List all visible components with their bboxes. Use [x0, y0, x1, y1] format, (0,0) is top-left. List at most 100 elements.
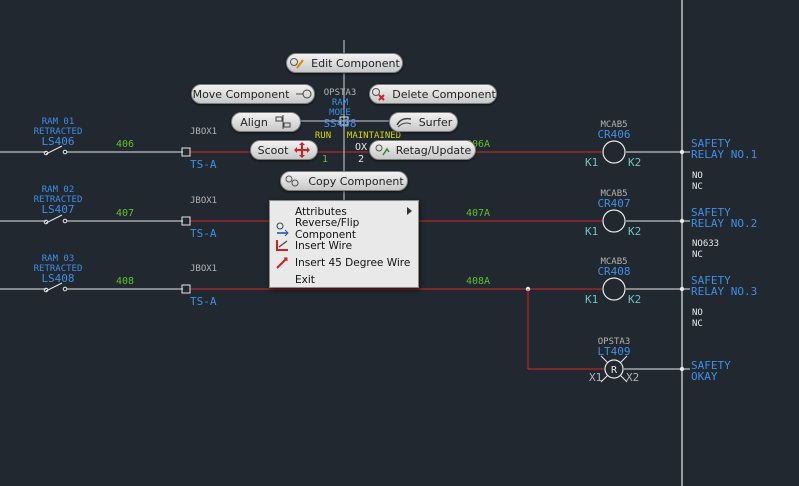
pick-box	[339, 116, 349, 126]
rung-3-k2: K2	[628, 293, 641, 306]
rung-2-junction-dot	[679, 218, 685, 224]
move-component-button[interactable]: Move Component	[191, 84, 315, 104]
rung-1-retracted-label: RETRACTED	[34, 127, 83, 137]
scoot-icon	[294, 142, 311, 158]
pilot-symbol: R	[611, 365, 618, 376]
rung-1-wire-number-right: 406A	[466, 139, 490, 150]
switch-maintained-label: MAINTAINED	[347, 131, 401, 141]
rung-1-junction-dot	[679, 149, 685, 155]
rung-2-safety-line2: RELAY NO.2	[691, 217, 757, 230]
rung-2-ls-tag: LS407	[41, 203, 74, 216]
move-component-icon	[296, 89, 312, 99]
rung-2-ram-label: RAM 02	[42, 185, 75, 195]
rung-3-ts-label: TS-A	[190, 295, 217, 308]
rung-3-safety-line1: SAFETY	[691, 274, 731, 287]
rung-3-k1: K1	[585, 293, 598, 306]
switch-ram-label: RAM	[332, 98, 349, 108]
insert-wire-icon	[276, 240, 288, 251]
pilot-junction-dot	[679, 366, 685, 372]
surfer-button[interactable]: Surfer	[389, 112, 458, 132]
context-item-insert-45-wire-label: Insert 45 Degree Wire	[295, 256, 411, 269]
context-item-insert-45-wire[interactable]: Insert 45 Degree Wire	[270, 254, 418, 271]
relay-coil-cr406[interactable]	[602, 140, 626, 164]
rung-3-wire-number-left: 408	[116, 276, 134, 287]
scoot-label: Scoot	[257, 143, 289, 157]
selector-switch-ss408[interactable]: OPSTA3 RAM MODE SS408 RUN MAINTAINED 1 2…	[300, 40, 401, 200]
rung-3-nc: NC	[692, 319, 703, 329]
switch-run-label: RUN	[315, 131, 331, 141]
rung-3-terminal[interactable]	[181, 284, 191, 294]
pilot-light-lt409[interactable]: R	[600, 355, 628, 383]
rung-2-cr-tag: CR407	[597, 197, 630, 210]
pilot-x1: X1	[589, 371, 602, 384]
reverse-flip-icon	[276, 222, 289, 236]
context-item-exit[interactable]: Exit	[270, 271, 418, 288]
rung-2-k2: K2	[628, 225, 641, 238]
switch-mode-label: MODE	[329, 108, 351, 118]
context-item-attributes[interactable]: Attributes	[270, 203, 418, 220]
insert-45-wire-icon	[276, 257, 288, 269]
surfer-icon	[396, 117, 411, 128]
rung-2-safety-line1: SAFETY	[691, 206, 731, 219]
pilot-lt-tag: LT409	[597, 345, 630, 358]
delete-component-label: Delete Component	[392, 87, 496, 101]
rung-1-terminal[interactable]	[181, 147, 191, 157]
context-item-exit-label: Exit	[295, 273, 315, 286]
context-item-reverse-flip[interactable]: Reverse/Flip Component	[270, 217, 418, 241]
pilot-safety-line1: SAFETY	[691, 359, 731, 372]
rung-2: RAM 02 RETRACTED LS407 407 JBOX1 TS-A 40…	[0, 185, 757, 260]
rung-1-jbox-label: JBOX1	[190, 127, 217, 137]
retag-update-icon	[375, 144, 390, 156]
rung-2-wire-number-left: 407	[116, 208, 134, 219]
edit-component-icon	[290, 58, 305, 69]
align-label: Align	[240, 115, 268, 129]
surfer-label: Surfer	[418, 115, 453, 129]
rung-3-no: NO	[692, 308, 703, 318]
scoot-button[interactable]: Scoot	[250, 140, 318, 160]
rung-1-wire-number-left: 406	[116, 139, 134, 150]
switch-terminal-1: 1	[322, 154, 328, 165]
limit-switch-ls406[interactable]	[34, 145, 70, 156]
rung-1-mcab-label: MCAB5	[600, 120, 627, 130]
rung-1-safety-line2: RELAY NO.1	[691, 148, 757, 161]
context-item-insert-wire[interactable]: Insert Wire	[270, 237, 418, 254]
rung-3-jbox-label: JBOX1	[190, 264, 217, 274]
rung-1-k1: K1	[585, 156, 598, 169]
rung-3-retracted-label: RETRACTED	[34, 264, 83, 274]
switch-opsta-label: OPSTA3	[324, 88, 357, 98]
delete-component-button[interactable]: Delete Component	[369, 84, 497, 104]
rung-3-mcab-label: MCAB5	[600, 257, 627, 267]
retag-update-button[interactable]: Retag/Update	[369, 140, 476, 160]
rung-3: RAM 03 RETRACTED LS408 408 JBOX1 TS-A 40…	[0, 254, 757, 329]
pilot-safety-line2: OKAY	[691, 370, 718, 383]
limit-switch-ls408[interactable]	[34, 282, 70, 293]
context-item-reverse-flip-label: Reverse/Flip Component	[295, 216, 360, 241]
rung-1-no: NO	[692, 171, 703, 181]
relay-coil-cr407[interactable]	[602, 209, 626, 233]
rung-3-junction-dot	[679, 286, 685, 292]
copy-component-label: Copy Component	[308, 174, 404, 188]
rung-2-k1: K1	[585, 225, 598, 238]
limit-switch-ls407[interactable]	[34, 214, 70, 225]
rung-3-safety-line2: RELAY NO.3	[691, 285, 757, 298]
delete-component-icon	[372, 88, 385, 101]
move-component-label: Move Component	[192, 87, 290, 101]
rung-1-k2: K2	[628, 156, 641, 169]
rung-2-retracted-label: RETRACTED	[34, 195, 83, 205]
switch-ss-tag: SS408	[323, 117, 356, 130]
align-icon	[275, 115, 291, 129]
align-button[interactable]: Align	[231, 112, 301, 132]
rung-2-terminal[interactable]	[181, 216, 191, 226]
relay-coil-cr408[interactable]	[602, 277, 626, 301]
rung-1-nc: NC	[692, 182, 703, 192]
edit-component-button[interactable]: Edit Component	[286, 53, 403, 73]
rung-2-nc: NC	[692, 250, 703, 260]
copy-component-icon	[285, 175, 299, 187]
pilot-light-branch: OPSTA3 LT409 R X1 X2 SAFETY OKAY	[525, 286, 731, 384]
pilot-x2: X2	[626, 371, 639, 384]
copy-component-button[interactable]: Copy Component	[280, 171, 408, 191]
pilot-opsta-label: OPSTA3	[598, 337, 631, 347]
context-item-insert-wire-label: Insert Wire	[295, 239, 353, 252]
rung-3-ls-tag: LS408	[41, 272, 74, 285]
